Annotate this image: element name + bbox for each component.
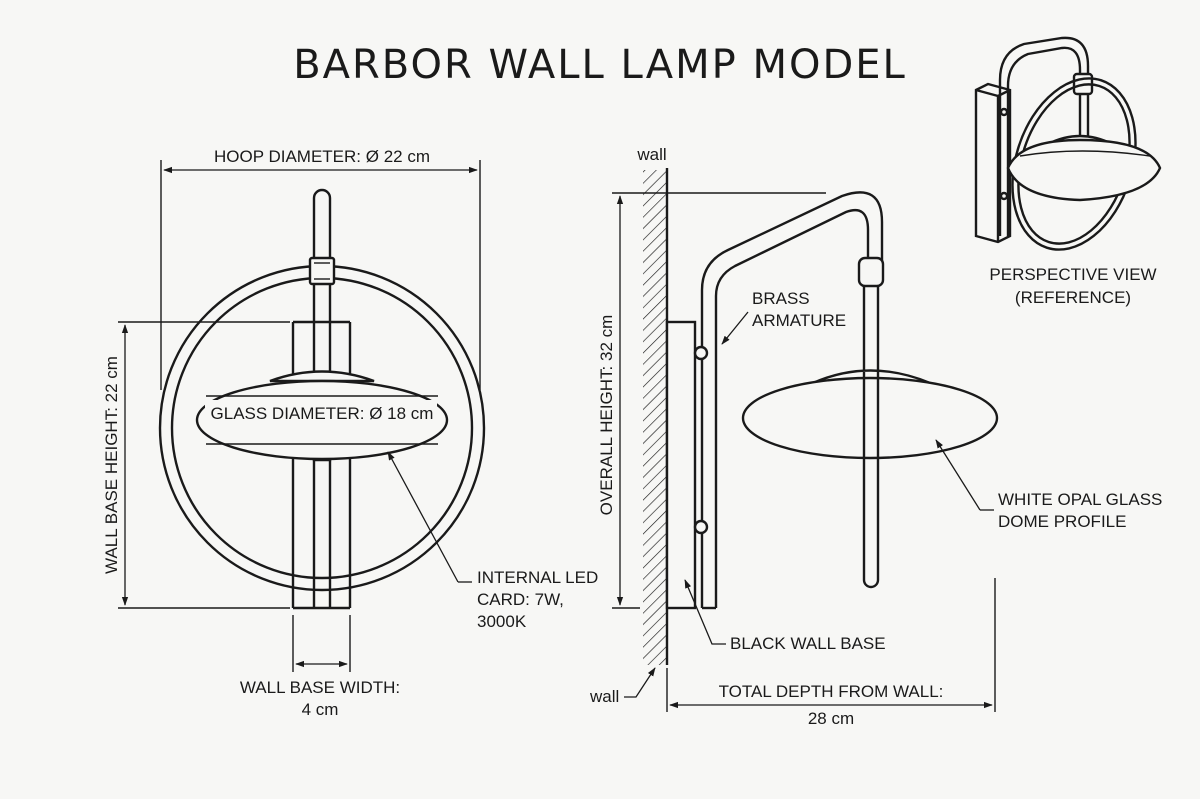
wall-base-width-dimension: WALL BASE WIDTH: 4 cm: [240, 615, 400, 719]
wall-base-height-label: WALL BASE HEIGHT: 22 cm: [102, 356, 121, 574]
wall-base-height-dimension: WALL BASE HEIGHT: 22 cm: [102, 321, 290, 609]
led-callout: INTERNAL LED CARD: 7W, 3000K: [387, 451, 598, 631]
brass-armature: [693, 191, 885, 610]
wall-label-bottom: wall: [589, 687, 619, 706]
drawing-title: BARBOR WALL LAMP MODEL: [293, 42, 907, 88]
led-label-1: INTERNAL LED: [477, 568, 598, 587]
side-wall-base: [665, 320, 697, 610]
hoop-ring: [158, 256, 486, 592]
total-depth-dimension: TOTAL DEPTH FROM WALL: 28 cm: [666, 578, 996, 728]
total-depth-label-2: 28 cm: [808, 709, 854, 728]
glass-diameter-label: GLASS DIAMETER: Ø 18 cm: [211, 404, 434, 423]
front-glass-disc: GLASS DIAMETER: Ø 18 cm: [195, 370, 449, 461]
glass-dome-label-2: DOME PROFILE: [998, 512, 1126, 531]
armature-callout: BRASS ARMATURE: [721, 289, 846, 345]
perspective-label-1: PERSPECTIVE VIEW: [989, 265, 1156, 284]
wall-base-label: BLACK WALL BASE: [730, 634, 886, 653]
side-glass-dome: [741, 369, 999, 460]
perspective-label-2: (REFERENCE): [1015, 288, 1131, 307]
led-label-3: 3000K: [477, 612, 527, 631]
front-view: HOOP DIAMETER: Ø 22 cm: [102, 147, 598, 719]
wall-base-width-label-2: 4 cm: [302, 700, 339, 719]
glass-dome-callout: WHITE OPAL GLASS DOME PROFILE: [935, 439, 1162, 531]
front-wall-base: [291, 320, 352, 610]
side-view: wall wall OVERALL HEIGHT: 32 cm: [589, 145, 1162, 728]
overall-height-label: OVERALL HEIGHT: 32 cm: [597, 315, 616, 516]
wall-label-top: wall: [636, 145, 666, 164]
total-depth-label-1: TOTAL DEPTH FROM WALL:: [719, 682, 944, 701]
armature-label-2: ARMATURE: [752, 311, 846, 330]
wall-base-callout: BLACK WALL BASE: [684, 579, 886, 653]
armature-label-1: BRASS: [752, 289, 810, 308]
front-rod: [312, 188, 332, 608]
wall-base-width-label-1: WALL BASE WIDTH:: [240, 678, 400, 697]
overall-height-dimension: OVERALL HEIGHT: 32 cm: [597, 192, 826, 609]
hoop-diameter-label: HOOP DIAMETER: Ø 22 cm: [214, 147, 430, 166]
perspective-view: PERSPECTIVE VIEW (REFERENCE): [974, 36, 1162, 307]
glass-dome-label-1: WHITE OPAL GLASS: [998, 490, 1162, 509]
hoop-diameter-dimension: HOOP DIAMETER: Ø 22 cm: [160, 147, 481, 390]
led-label-2: CARD: 7W,: [477, 590, 564, 609]
